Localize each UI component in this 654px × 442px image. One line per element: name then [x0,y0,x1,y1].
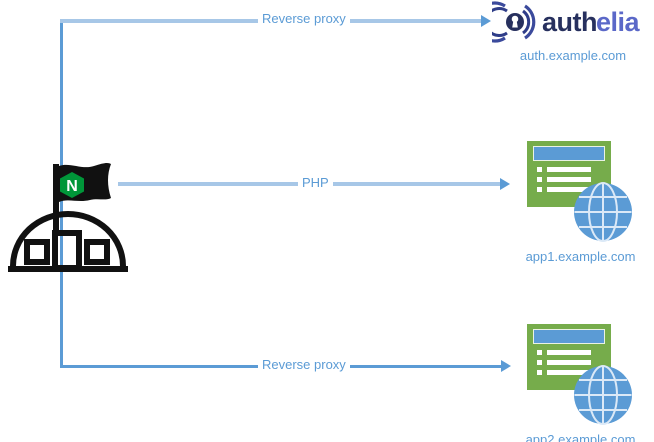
bullet-icon [537,360,542,365]
list-bar [547,167,591,172]
list-bar [547,187,591,192]
arrow-head-authelia [481,15,491,27]
app1-list-row [537,187,603,192]
authelia-wordmark-part2: elia [596,7,640,37]
app1-list-row [537,177,603,182]
authelia-caption: auth.example.com [519,48,627,63]
bullet-icon [537,350,542,355]
bullet-icon [537,177,542,182]
bullet-icon [537,370,542,375]
arrow-head-app2 [501,360,511,372]
connector-label-php: PHP [298,175,333,191]
node-app2[interactable]: app2.example.com [515,324,645,442]
list-bar [547,350,591,355]
app2-globe-icon [574,365,632,425]
list-bar [547,177,591,182]
list-bar [547,360,591,365]
app2-list-row [537,360,603,365]
app1-window-icon [527,141,611,207]
node-authelia[interactable]: auth elia auth.example.com [492,0,654,72]
bullet-icon [537,187,542,192]
app2-window-titlebar [533,329,605,344]
nginx-gateway-icon: N [8,162,128,272]
authelia-wordmark-part1: auth [542,7,598,37]
connector-label-reverse-proxy-top: Reverse proxy [258,11,350,27]
app1-globe-icon [574,182,632,242]
arrow-head-app1 [500,178,510,190]
authelia-logo-row: auth elia [492,0,654,44]
list-bar [547,370,591,375]
svg-text:N: N [66,178,78,195]
app1-list-row [537,167,603,172]
app1-window-content [537,167,603,197]
app2-caption: app2.example.com [525,432,636,442]
connector-label-reverse-proxy-bottom: Reverse proxy [258,357,350,373]
app2-window-content [537,350,603,380]
authelia-logo-icon [492,1,536,43]
app1-window-titlebar [533,146,605,161]
app2-list-row [537,350,603,355]
app1-caption: app1.example.com [525,249,636,264]
bullet-icon [537,167,542,172]
node-nginx-gateway[interactable]: N [8,158,128,276]
node-app1[interactable]: app1.example.com [515,141,645,266]
app2-list-row [537,370,603,375]
